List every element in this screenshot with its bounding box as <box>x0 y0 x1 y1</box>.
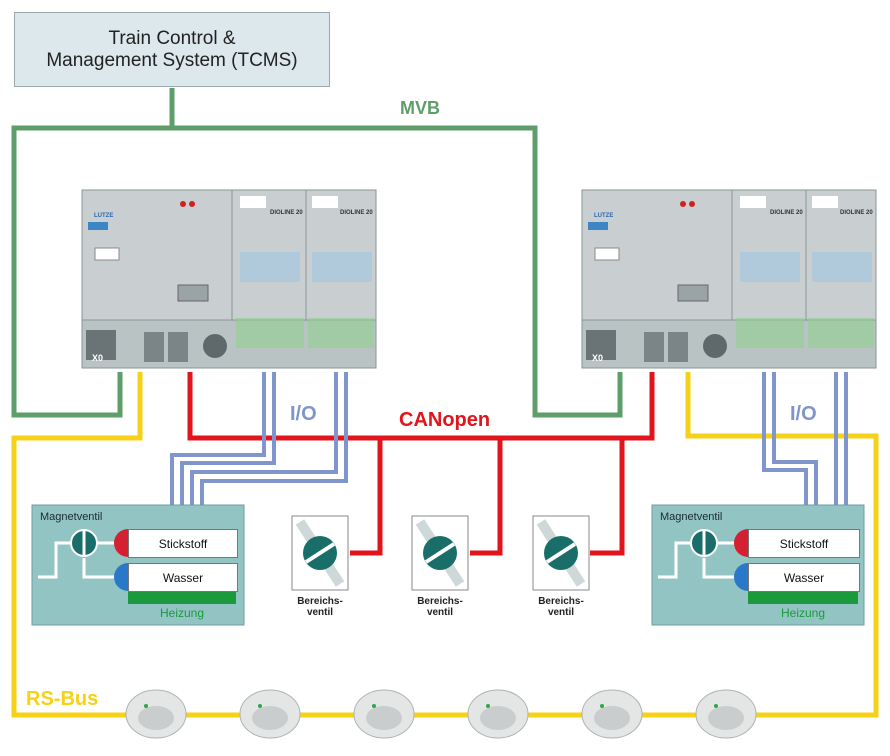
bereichsventil-1-label: Bereichs- ventil <box>285 596 355 618</box>
bereichsventil-2-label-line-2: ventil <box>426 607 454 618</box>
bereichsventil-1 <box>291 515 349 591</box>
canopen-bus-lines <box>187 372 655 556</box>
bereichsventil-2-label: Bereichs- ventil <box>405 596 475 618</box>
magnetventil-left-heizung: Heizung <box>159 606 205 620</box>
smoke-detector-icon <box>125 689 187 739</box>
bereichsventil-2-label-line-1: Bereichs- <box>417 596 463 607</box>
magnetventil-right-wasser: Wasser <box>748 563 860 592</box>
smoke-detector-icon <box>467 689 529 739</box>
plc-right-module-2: DIOLINE 20 <box>840 210 873 216</box>
tcms-box: Train Control & Management System (TCMS) <box>14 12 330 87</box>
magnetventil-left-stickstoff: Stickstoff <box>128 529 238 558</box>
bereichsventil-2 <box>411 515 469 591</box>
io-lines-left <box>170 372 348 505</box>
plc-left-module-1: DIOLINE 20 <box>270 210 303 216</box>
plc-right-brand: LUTZE <box>594 213 614 219</box>
smoke-detector-icon <box>581 689 643 739</box>
magnetventil-right-stickstoff: Stickstoff <box>748 529 860 558</box>
magnetventil-right-title: Magnetventil <box>660 511 723 523</box>
plc-right <box>581 189 877 369</box>
magnetventil-left-title: Magnetventil <box>40 511 103 523</box>
smoke-detector-icon <box>695 689 757 739</box>
rsbus-lines <box>11 372 879 718</box>
bereichsventil-3-label: Bereichs- ventil <box>526 596 596 618</box>
rsbus-label: RS-Bus <box>26 688 99 710</box>
smoke-detector-icon <box>239 689 301 739</box>
mvb-label: MVB <box>400 98 440 118</box>
bereichsventil-1-label-line-1: Bereichs- <box>297 596 343 607</box>
io-label-left: I/O <box>290 403 317 425</box>
plc-right-module-1: DIOLINE 20 <box>770 210 803 216</box>
magnetventil-left-wasser: Wasser <box>128 563 238 592</box>
bereichsventil-3-label-line-1: Bereichs- <box>538 596 584 607</box>
mvb-bus-lines <box>11 88 623 418</box>
io-lines-right <box>762 372 848 505</box>
plc-left <box>81 189 377 369</box>
bereichsventil-3 <box>532 515 590 591</box>
tcms-line-2: Management System (TCMS) <box>46 49 298 71</box>
plc-left-module-2: DIOLINE 20 <box>340 210 373 216</box>
smoke-detector-icon <box>353 689 415 739</box>
magnetventil-right-heizung: Heizung <box>780 606 826 620</box>
smoke-detectors <box>125 689 757 739</box>
canopen-label: CANopen <box>399 409 491 431</box>
io-label-right: I/O <box>790 403 817 425</box>
plc-left-connector: X0 <box>92 353 104 363</box>
tcms-line-1: Train Control & <box>108 27 236 49</box>
bereichsventil-1-label-line-2: ventil <box>306 607 334 618</box>
plc-left-brand: LUTZE <box>94 213 114 219</box>
bereichsventil-3-label-line-2: ventil <box>547 607 575 618</box>
plc-right-connector: X0 <box>592 353 604 363</box>
